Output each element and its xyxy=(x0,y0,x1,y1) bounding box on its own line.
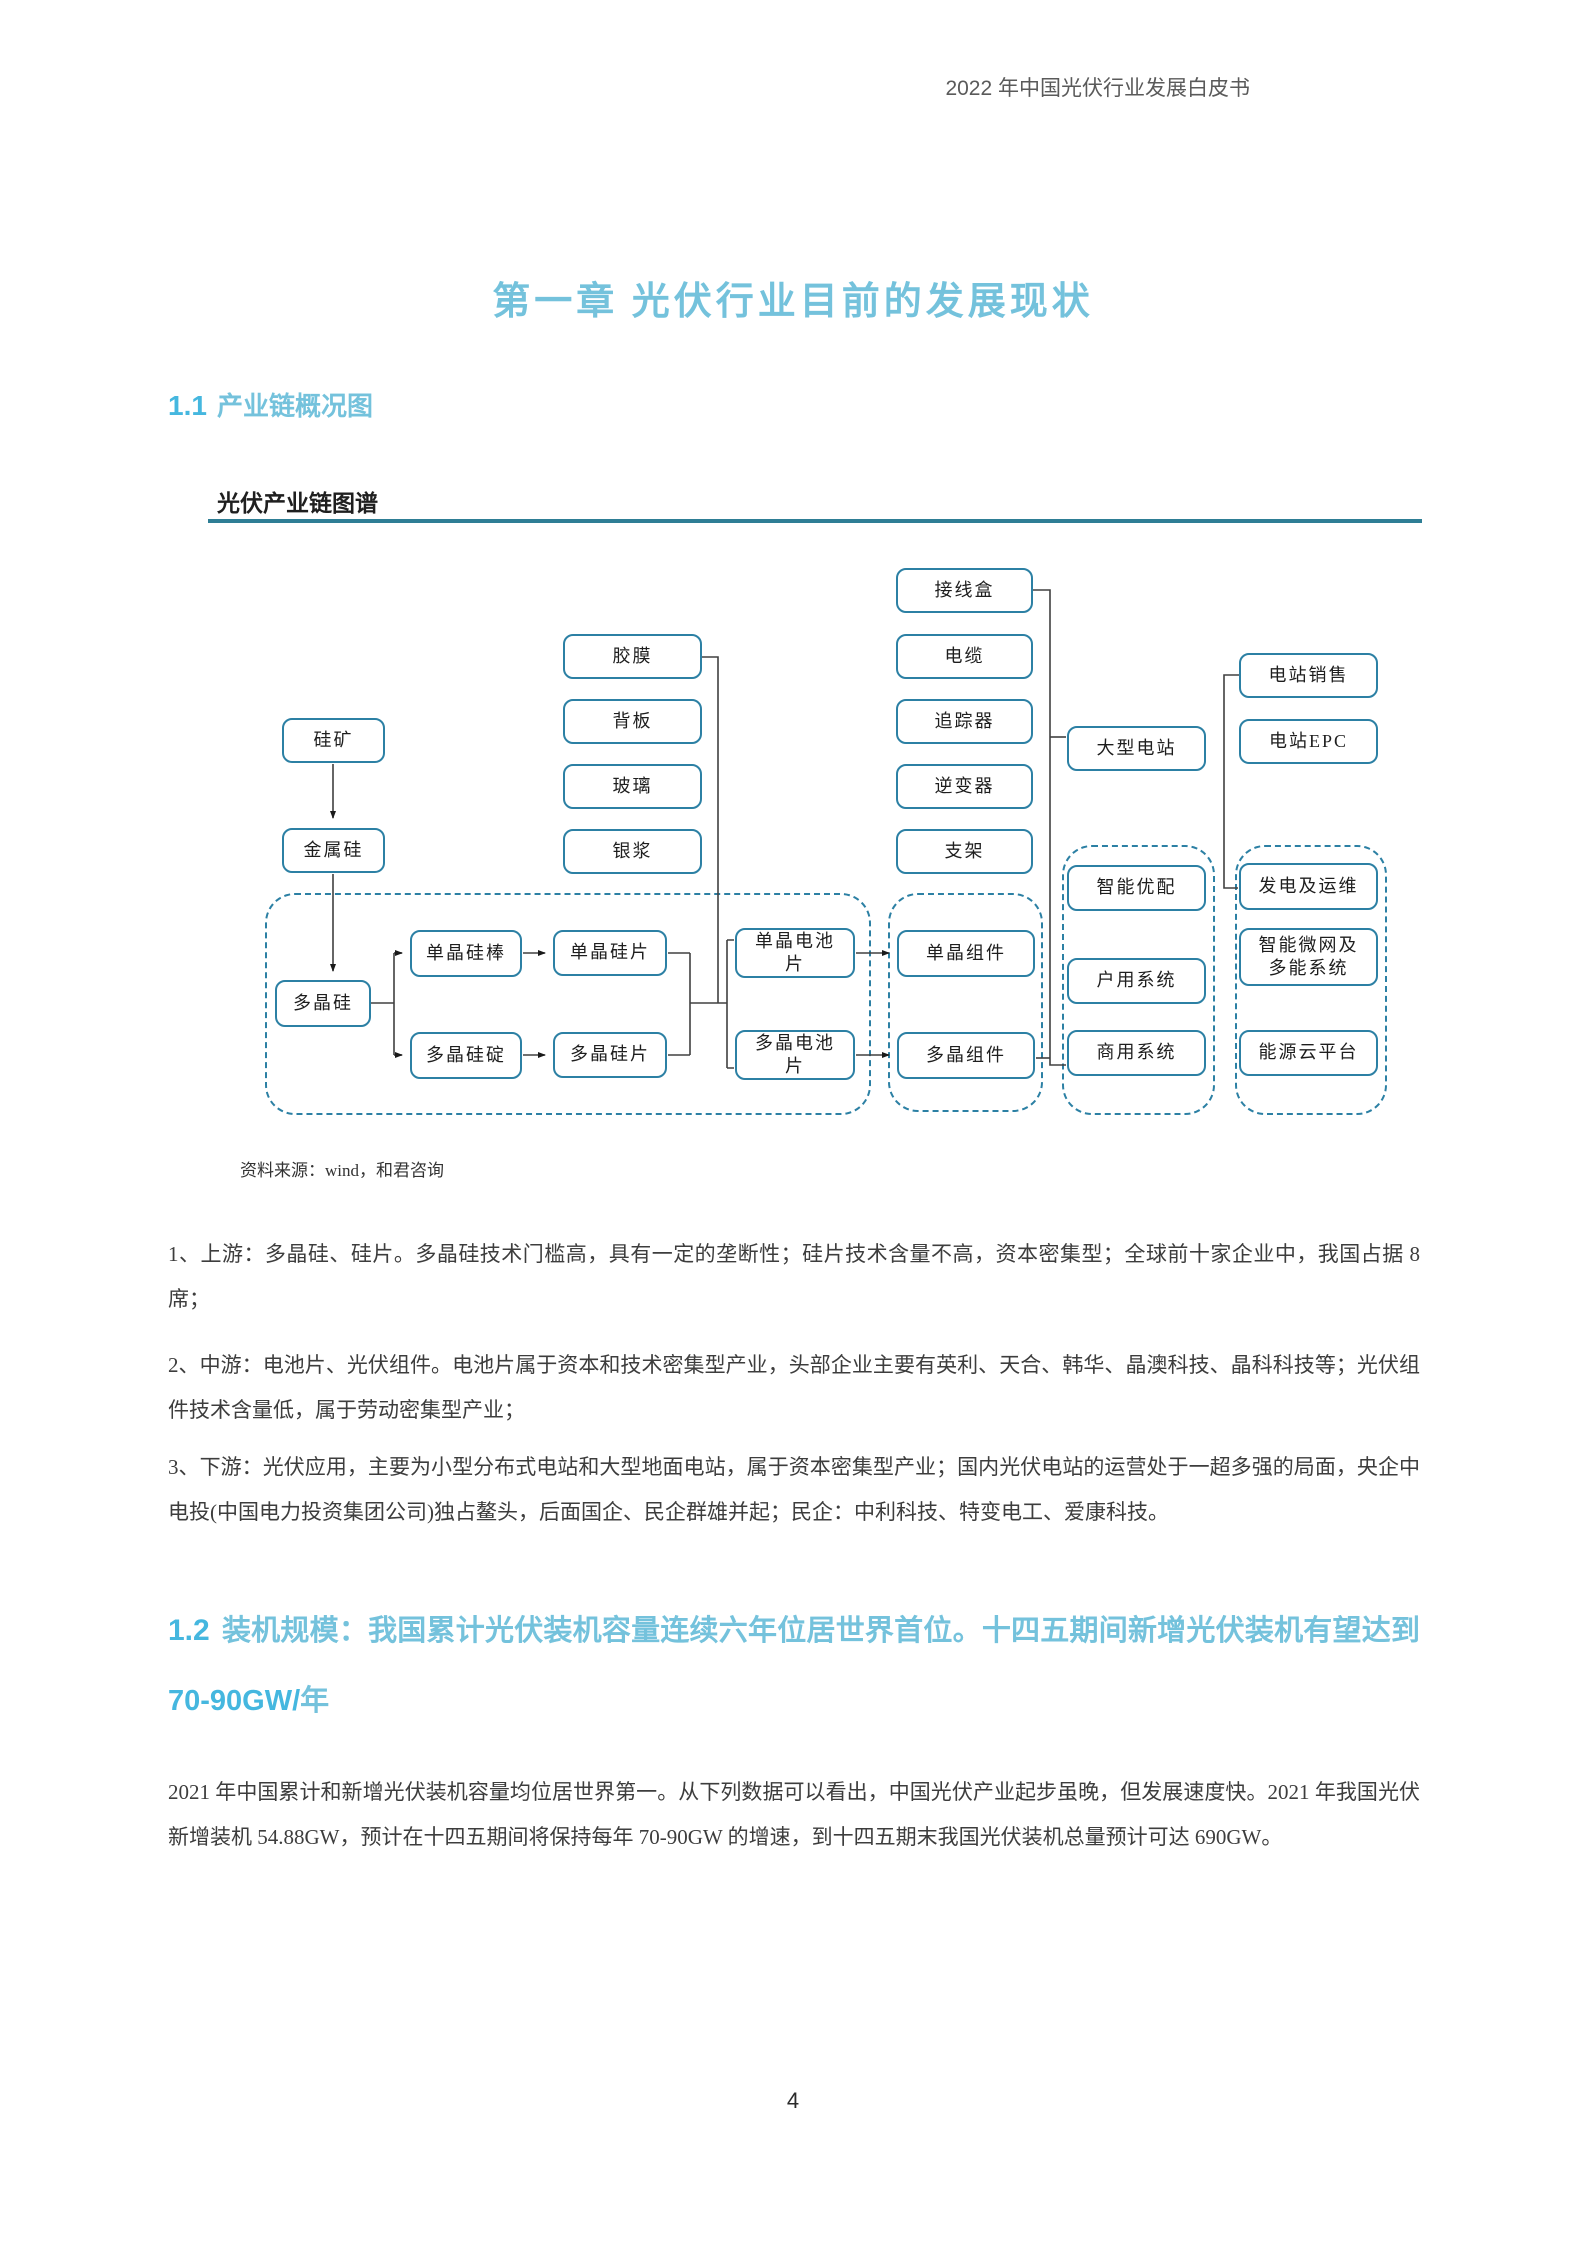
page-number: 4 xyxy=(786,2088,800,2113)
figure-caption: 光伏产业链图谱 xyxy=(217,491,378,516)
node-eva-film: 胶膜 xyxy=(563,634,702,679)
figure-source: 资料来源：wind，和君咨询 xyxy=(240,1161,444,1180)
node-metallic-silicon: 金属硅 xyxy=(282,828,385,873)
section-1-2-title-part1: 装机规模：我国累计光伏装机容量连续六年位居世界首位。十四五期间新增光伏装机有望达… xyxy=(221,1615,1420,1647)
section-1-1-title: 产业链概况图 xyxy=(216,392,373,421)
node-backsheet: 背板 xyxy=(563,699,702,744)
section-1-2-number: 1.2 xyxy=(168,1614,210,1647)
service-group-box xyxy=(1235,845,1387,1115)
section-1-2-title-part2: 70-90GW/ xyxy=(168,1685,301,1717)
node-station-epc: 电站EPC xyxy=(1239,719,1378,764)
node-residential-system: 户用系统 xyxy=(1067,958,1206,1004)
section-1-2-heading: 1.2 装机规模：我国累计光伏装机容量连续六年位居世界首位。十四五期间新增光伏装机… xyxy=(168,1596,1420,1736)
node-station-sales: 电站销售 xyxy=(1239,653,1378,698)
upstream-group-box xyxy=(265,893,871,1115)
paragraph-installed-capacity: 2021 年中国累计和新增光伏装机容量均位居世界第一。从下列数据可以看出，中国光… xyxy=(168,1780,1420,1849)
node-large-power-station: 大型电站 xyxy=(1067,726,1206,771)
node-poly-module: 多晶组件 xyxy=(897,1032,1035,1079)
node-commercial-system: 商用系统 xyxy=(1067,1030,1206,1076)
node-cable: 电缆 xyxy=(896,634,1033,679)
paragraph-downstream: 3、下游：光伏应用，主要为小型分布式电站和大型地面电站，属于资本密集型产业；国内… xyxy=(168,1455,1420,1524)
figure-rule xyxy=(208,519,1422,523)
node-mounting-bracket: 支架 xyxy=(896,829,1033,874)
node-silver-paste: 银浆 xyxy=(563,829,702,874)
node-silicon-ore: 硅矿 xyxy=(282,718,385,763)
node-tracker: 追踪器 xyxy=(896,699,1033,744)
chapter-title: 第一章 光伏行业目前的发展现状 xyxy=(492,281,1094,323)
paragraph-midstream: 2、中游：电池片、光伏组件。电池片属于资本和技术密集型产业，头部企业主要有英利、… xyxy=(168,1353,1420,1422)
node-mono-module: 单晶组件 xyxy=(897,930,1035,977)
node-mono-silicon-rod: 单晶硅棒 xyxy=(410,930,522,977)
section-1-1-heading: 1.1 产业链概况图 xyxy=(168,386,373,423)
node-smart-microgrid: 智能微网及多能系统 xyxy=(1239,928,1378,986)
node-poly-silicon-ingot: 多晶硅碇 xyxy=(410,1032,522,1079)
section-1-1-number: 1.1 xyxy=(168,390,207,421)
section-1-2-title-part3: 年 xyxy=(300,1685,330,1717)
node-junction-box: 接线盒 xyxy=(896,568,1033,613)
node-energy-cloud-platform: 能源云平台 xyxy=(1239,1030,1378,1076)
node-power-generation-om: 发电及运维 xyxy=(1239,863,1378,910)
node-mono-silicon-wafer: 单晶硅片 xyxy=(553,930,667,976)
node-mono-cell: 单晶电池片 xyxy=(735,928,855,978)
node-poly-cell: 多晶电池片 xyxy=(735,1030,855,1080)
paragraph-upstream: 1、上游：多晶硅、硅片。多晶硅技术门槛高，具有一定的垄断性；硅片技术含量不高，资… xyxy=(168,1242,1420,1311)
node-smart-optimization: 智能优配 xyxy=(1067,865,1206,911)
node-polysilicon: 多晶硅 xyxy=(275,980,371,1027)
node-poly-silicon-wafer: 多晶硅片 xyxy=(553,1032,667,1078)
module-group-box xyxy=(888,893,1043,1112)
node-inverter: 逆变器 xyxy=(896,764,1033,809)
page-header: 2022 年中国光伏行业发展白皮书 xyxy=(945,77,1250,100)
node-glass: 玻璃 xyxy=(563,764,702,809)
